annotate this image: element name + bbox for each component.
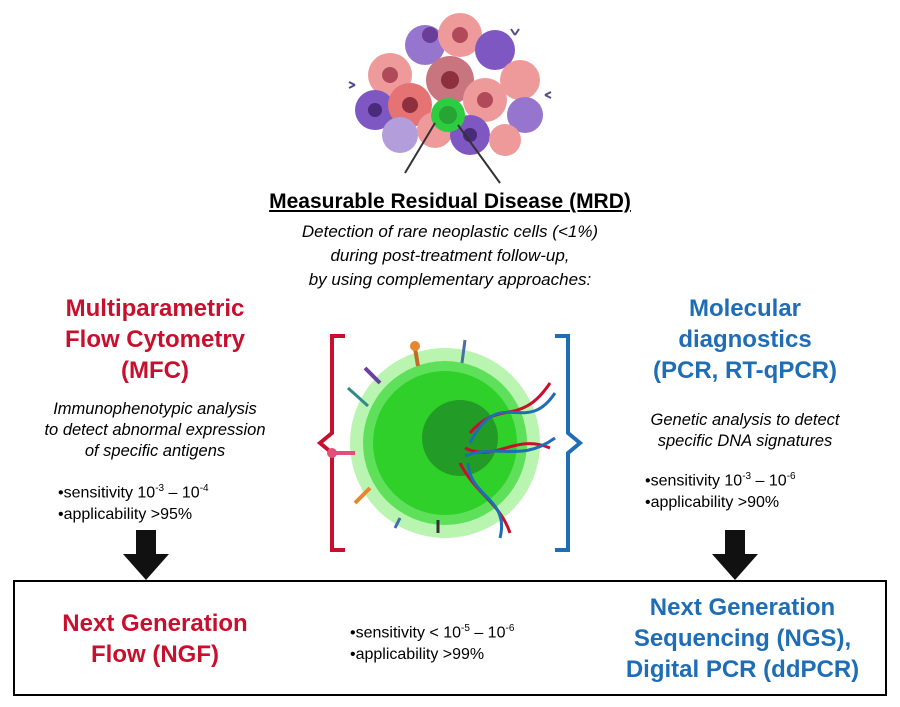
antigen-dna-cell-icon (316, 334, 584, 552)
molecular-sensitivity: •sensitivity 10-3 – 10-6 (645, 471, 796, 490)
mfc-heading-line: Multiparametric (65, 295, 245, 322)
page-title: Measurable Residual Disease (MRD) (269, 190, 631, 213)
subtitle-line: Detection of rare neoplastic cells (<1%) (301, 222, 599, 241)
mfc-description: Immunophenotypic analysis to detect abno… (10, 399, 300, 462)
ngf-heading-line: Flow (NGF) (91, 641, 219, 668)
mfc-sensitivity: •sensitivity 10-3 – 10-4 (58, 483, 209, 502)
molecular-heading-line: Molecular (688, 295, 802, 322)
ngs-heading-line: Next Generation (649, 594, 836, 621)
mfc-description-line: Immunophenotypic analysis (53, 400, 257, 418)
ngs-heading-line: Sequencing (NGS), (633, 625, 852, 652)
advanced-applicability: •applicability >99% (350, 646, 485, 664)
advanced-sensitivity: •sensitivity < 10-5 – 10-6 (350, 623, 515, 642)
ngf-heading: Next Generation Flow (NGF) (15, 608, 295, 670)
mfc-heading-line: (MFC) (121, 357, 189, 384)
molecular-heading-line: (PCR, RT-qPCR) (653, 357, 837, 384)
subtitle-line: by using complementary approaches: (308, 270, 592, 289)
mfc-heading: Multiparametric Flow Cytometry (MFC) (10, 293, 300, 386)
down-arrow-icon (123, 530, 169, 580)
molecular-description-line: Genetic analysis to detect (650, 411, 840, 429)
subtitle-line: during post-treatment follow-up, (330, 246, 570, 265)
molecular-description-line: specific DNA signatures (657, 432, 833, 450)
molecular-bullets: •sensitivity 10-3 – 10-6 •applicability … (645, 466, 885, 514)
advanced-methods-box (13, 580, 887, 696)
ngs-heading-line: Digital PCR (ddPCR) (625, 656, 860, 683)
mfc-description-line: of specific antigens (84, 442, 226, 460)
subtitle: Detection of rare neoplastic cells (<1%)… (220, 220, 680, 292)
mfc-bullets: •sensitivity 10-3 – 10-4 •applicability … (58, 478, 298, 526)
mfc-applicability: •applicability >95% (58, 506, 193, 524)
ngf-heading-line: Next Generation (62, 610, 248, 637)
molecular-heading-line: diagnostics (678, 326, 812, 353)
mfc-heading-line: Flow Cytometry (64, 326, 246, 353)
molecular-heading: Molecular diagnostics (PCR, RT-qPCR) (600, 293, 890, 386)
tumor-cell-cluster-icon (348, 13, 552, 184)
molecular-applicability: •applicability >90% (645, 494, 780, 512)
down-arrow-icon (712, 530, 758, 580)
mfc-description-line: to detect abnormal expression (44, 421, 266, 439)
molecular-description: Genetic analysis to detect specific DNA … (600, 410, 890, 452)
ngs-heading: Next Generation Sequencing (NGS), Digita… (600, 592, 885, 685)
advanced-bullets: •sensitivity < 10-5 – 10-6 •applicabilit… (350, 618, 590, 666)
